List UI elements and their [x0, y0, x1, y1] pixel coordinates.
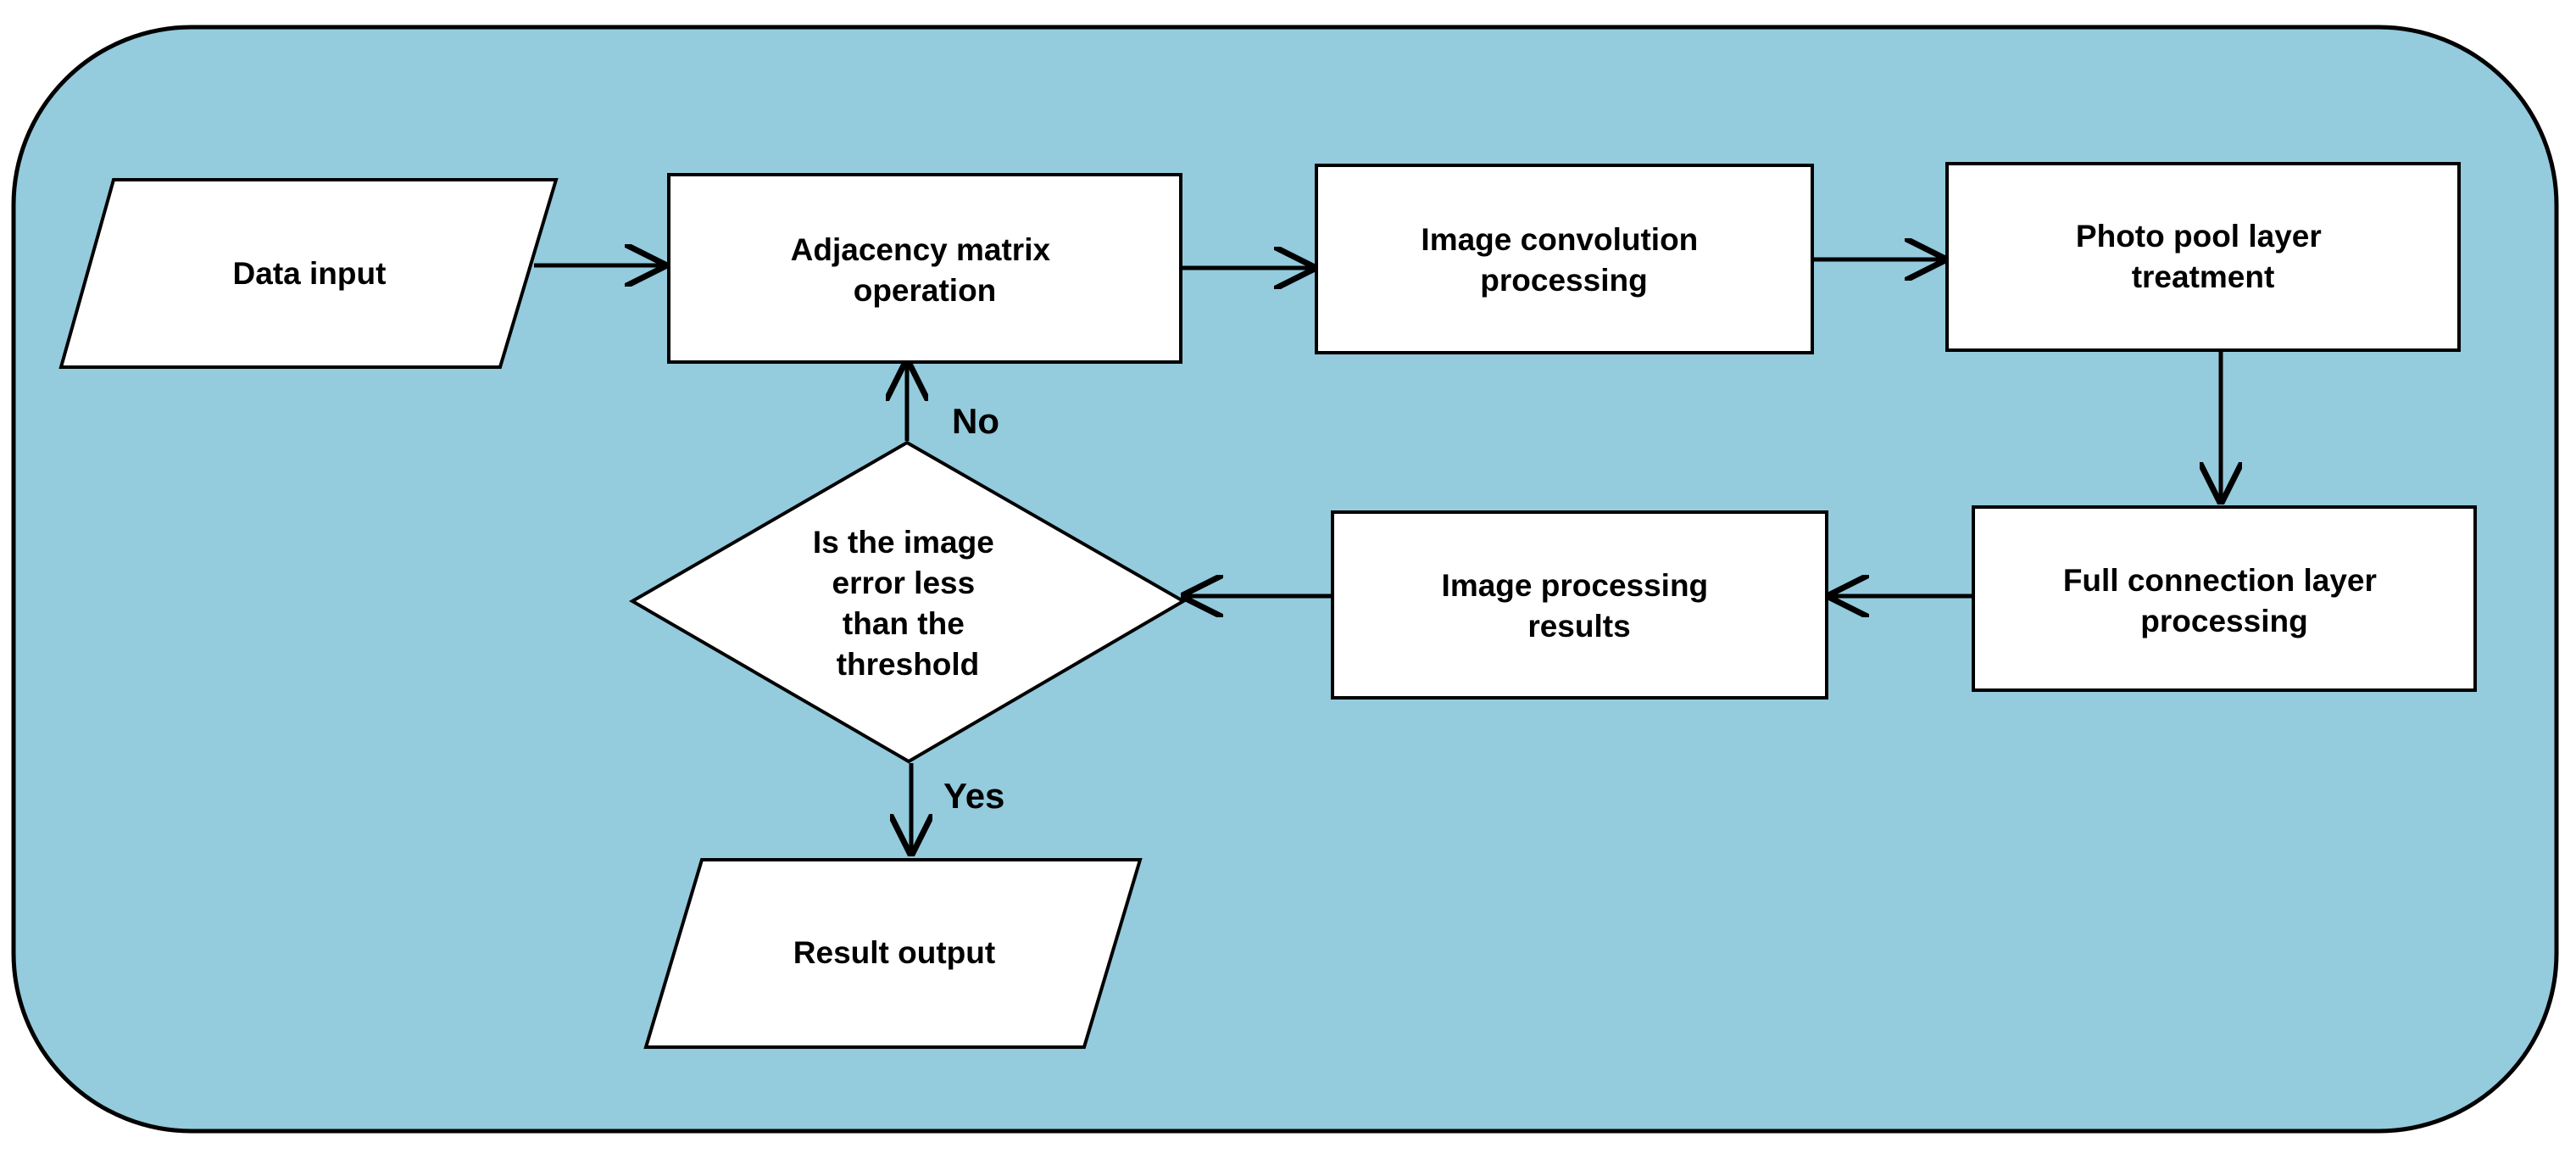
pool-label: Photo pool layer treatment: [2076, 219, 2330, 294]
node-result-output: [643, 858, 1143, 1049]
node-decision: [629, 440, 1187, 764]
edge-label-no: No: [952, 401, 999, 441]
node-photo-pool: [1945, 162, 2461, 352]
result-output-label: Result output: [793, 935, 995, 970]
node-adjacency-matrix: [667, 173, 1182, 364]
node-full-connection: [1972, 505, 2477, 692]
diagram-container: [11, 25, 2559, 1134]
processing-results-label: Image processing results: [1442, 568, 1717, 644]
node-image-processing-results: [1331, 510, 1828, 700]
data-input-label: Data input: [233, 256, 387, 291]
node-data-input: [58, 178, 559, 369]
edge-label-yes: Yes: [943, 776, 1004, 816]
convolution-label: Image convolution processing: [1421, 222, 1706, 298]
node-image-convolution: [1315, 164, 1814, 354]
adjacency-label: Adjacency matrix operation: [791, 232, 1060, 308]
full-connection-label: Full connection layer processing: [2063, 563, 2385, 638]
decision-label: Is the image error less than the thresho…: [813, 525, 1003, 682]
